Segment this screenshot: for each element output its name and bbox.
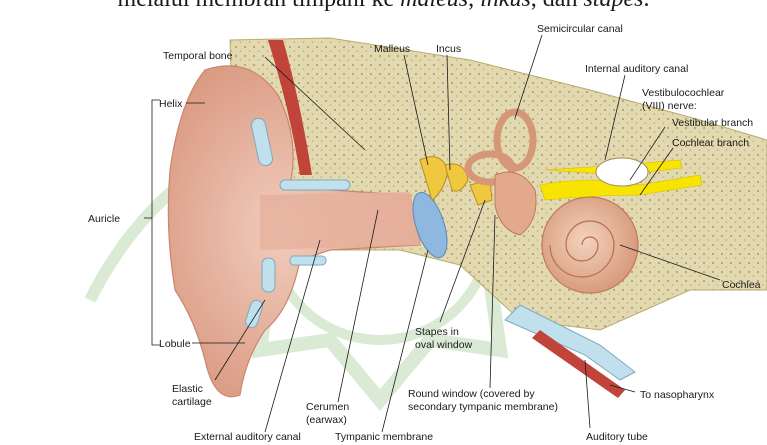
- label-elastic-cartilage-line2: cartilage: [172, 396, 212, 408]
- label-malleus: Malleus: [374, 43, 410, 55]
- label-auricle: Auricle: [88, 213, 120, 225]
- label-external-auditory-canal: External auditory canal: [194, 431, 301, 443]
- label-cerumen-line2: (earwax): [306, 414, 347, 426]
- cochlea-shape: [542, 197, 638, 293]
- label-stapes-line2: oval window: [415, 339, 473, 351]
- label-incus: Incus: [436, 43, 461, 55]
- label-helix: Helix: [159, 98, 183, 110]
- label-elastic-cartilage-line1: Elastic: [172, 383, 203, 395]
- label-vestibulocochlear-line1: Vestibulocochlear: [642, 87, 725, 99]
- label-stapes-line1: Stapes in: [415, 326, 459, 338]
- label-vestibular-branch: Vestibular branch: [672, 117, 753, 129]
- external-canal-shape: [260, 192, 420, 250]
- label-cochlea: Cochlea: [722, 279, 761, 291]
- label-lobule: Lobule: [159, 338, 191, 350]
- label-tympanic-membrane: Tympanic membrane: [335, 431, 433, 443]
- internal-canal-opening: [596, 158, 648, 186]
- label-semicircular-canal: Semicircular canal: [537, 23, 623, 35]
- label-vestibulocochlear-line2: (VIII) nerve:: [642, 100, 697, 112]
- label-internal-auditory-canal: Internal auditory canal: [585, 63, 688, 75]
- label-cochlear-branch: Cochlear branch: [672, 137, 749, 149]
- label-temporal-bone: Temporal bone: [163, 50, 233, 62]
- label-round-window-line2: secondary tympanic membrane): [408, 401, 558, 413]
- label-to-nasopharynx: To nasopharynx: [640, 389, 715, 401]
- label-cerumen-line1: Cerumen: [306, 401, 349, 413]
- label-round-window-line1: Round window (covered by: [408, 388, 535, 400]
- label-auditory-tube: Auditory tube: [586, 431, 648, 443]
